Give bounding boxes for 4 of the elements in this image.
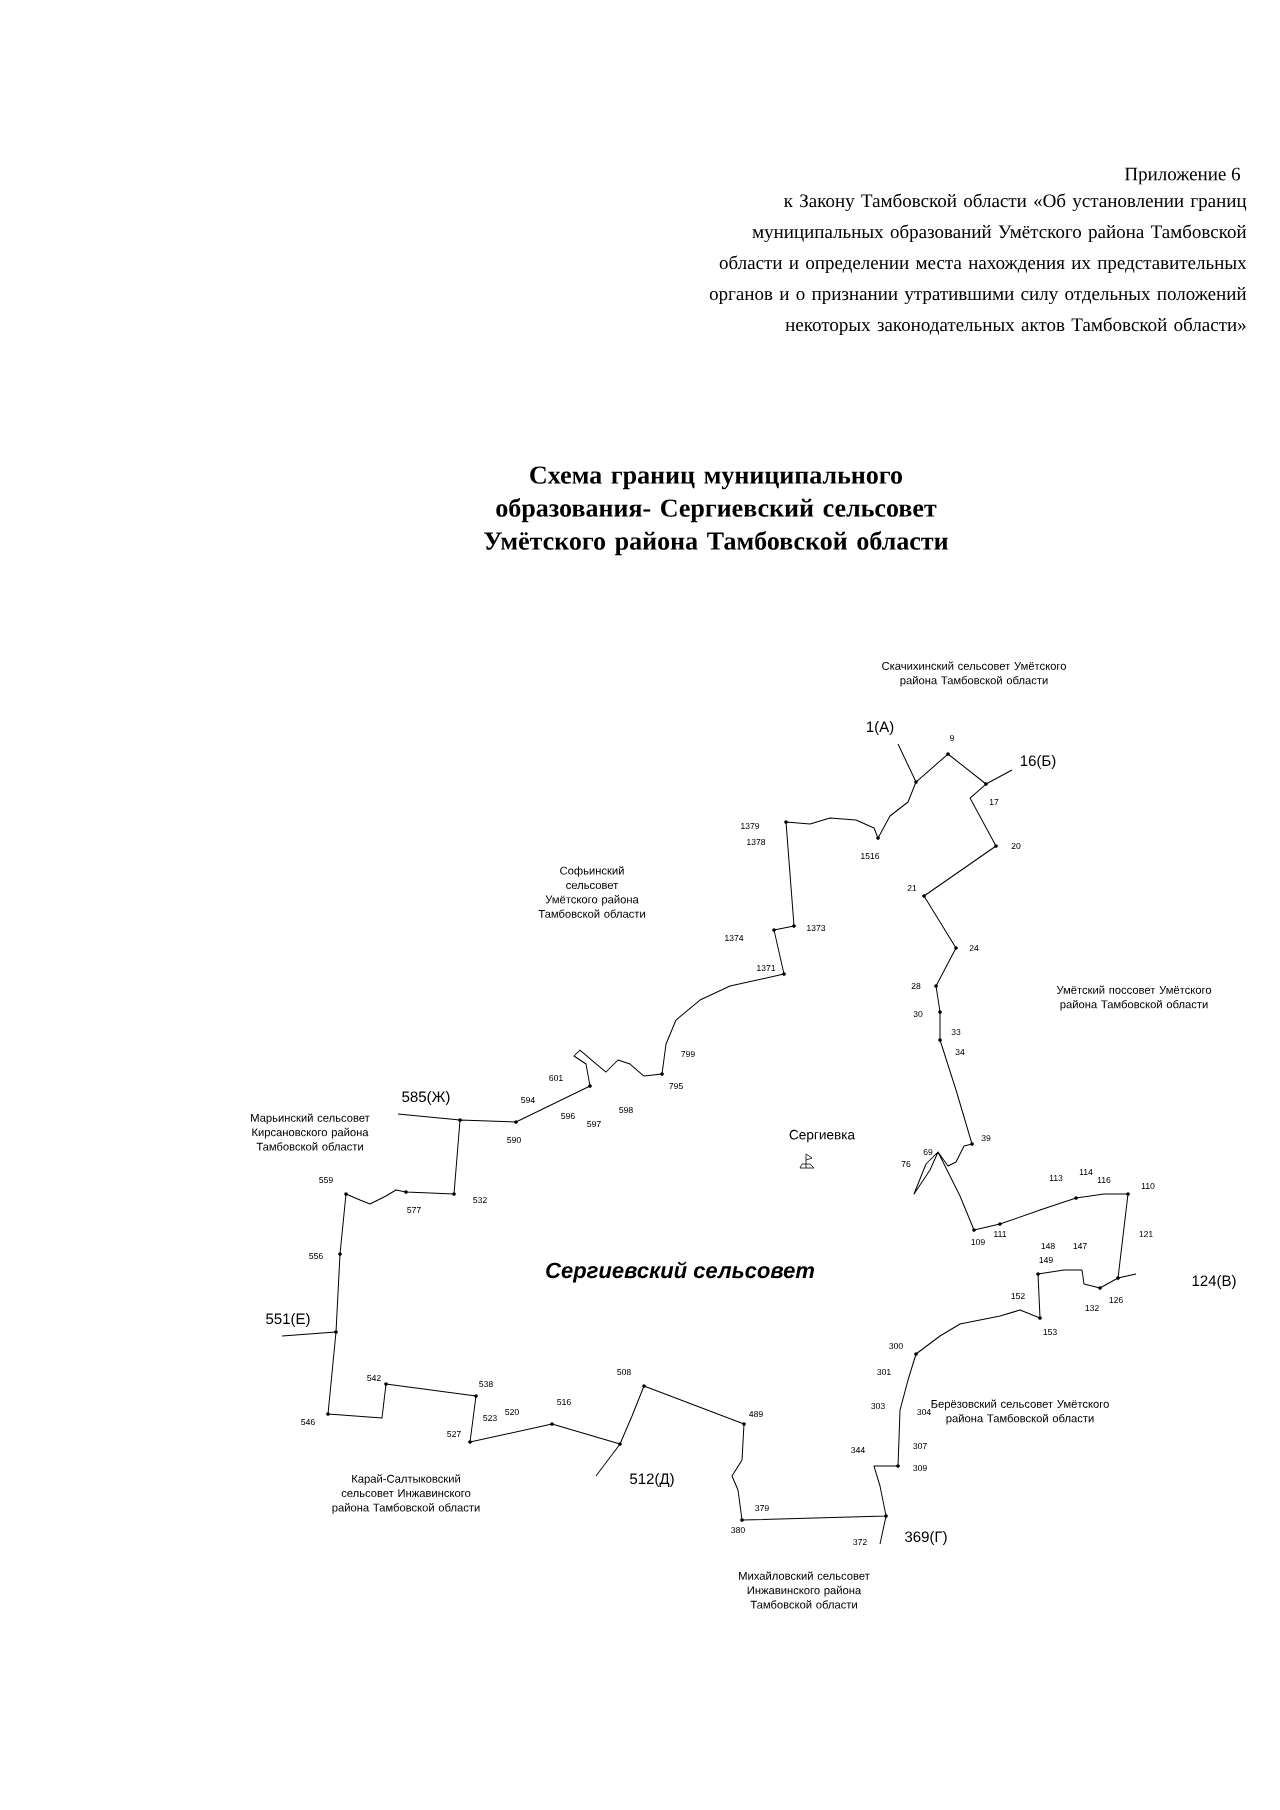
area-label: Сергиевский сельсовет: [546, 1261, 814, 1283]
title: Схема границ муниципального образования- Сергиевский сельсовет Умётского района Тамбовской области: [484, 466, 948, 556]
appendix-note: к Закону Тамбовской области «Об установлении границ муниципальных образований Умётского района Тамбовской области и определении места нахождения их представительных органов и о признании утратившими силу отдельных положений некоторых законодательных актов Тамбовской области»: [709, 193, 1247, 336]
appendix-heading: Приложение 6: [1124, 167, 1241, 185]
